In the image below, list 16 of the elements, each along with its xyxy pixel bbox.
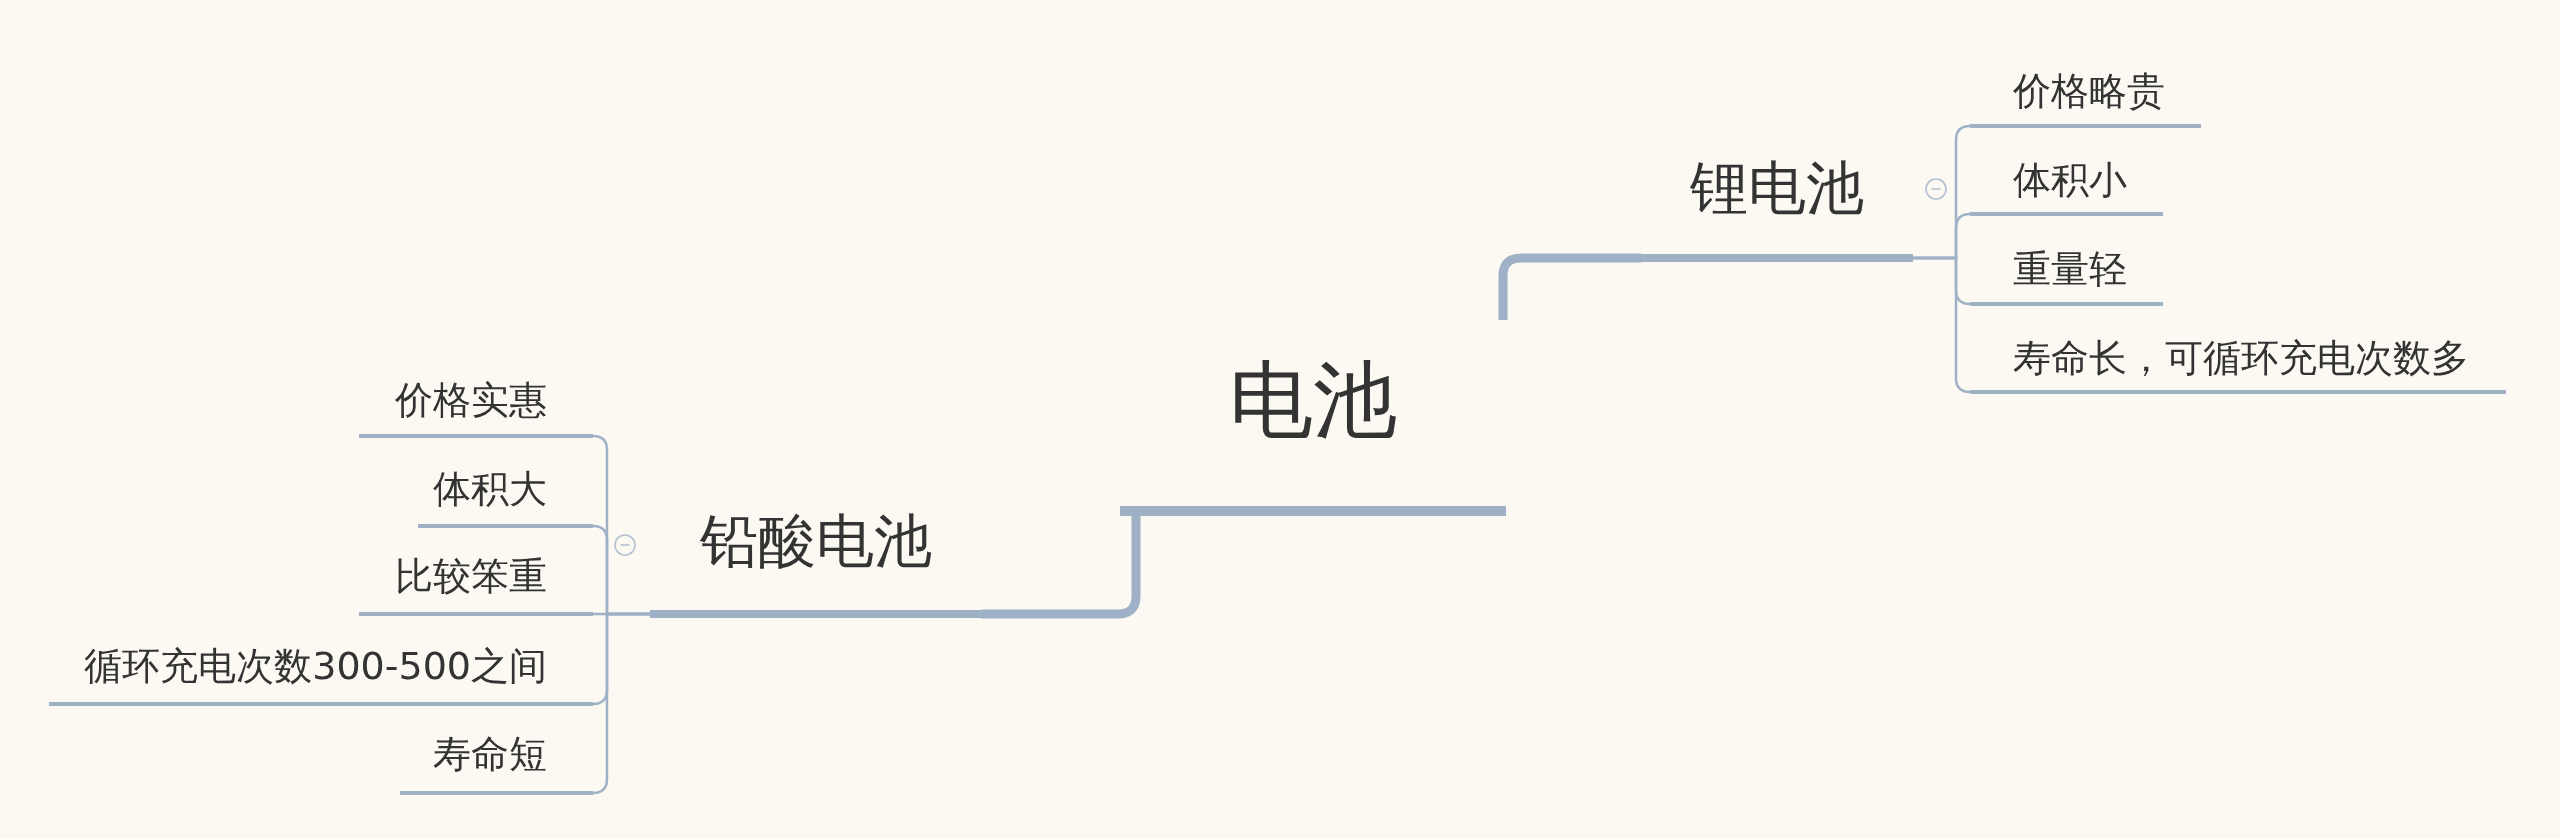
branch-line bbox=[981, 516, 1141, 619]
subtopic: 循环充电次数300-500之间 bbox=[49, 643, 593, 706]
subtopic: 价格实惠 bbox=[359, 377, 593, 438]
main-topic: 锂电池 bbox=[1641, 153, 1913, 262]
main-topic: 铅酸电池 bbox=[650, 506, 981, 618]
subtopic: 价格略贵 bbox=[1970, 68, 2201, 128]
subtopic: 比较笨重 bbox=[359, 553, 593, 616]
central-topic: 电池 bbox=[1120, 320, 1506, 516]
subtopic: 寿命长，可循环充电次数多 bbox=[1970, 335, 2506, 394]
subtopic: 寿命短 bbox=[400, 731, 593, 795]
subtopic: 体积大 bbox=[418, 466, 593, 528]
subtopic: 体积小 bbox=[1970, 157, 2163, 216]
branch-line bbox=[1913, 256, 1972, 394]
branch-line bbox=[1498, 253, 1641, 320]
subtopic: 重量轻 bbox=[1970, 246, 2163, 306]
branch-line bbox=[591, 612, 650, 795]
